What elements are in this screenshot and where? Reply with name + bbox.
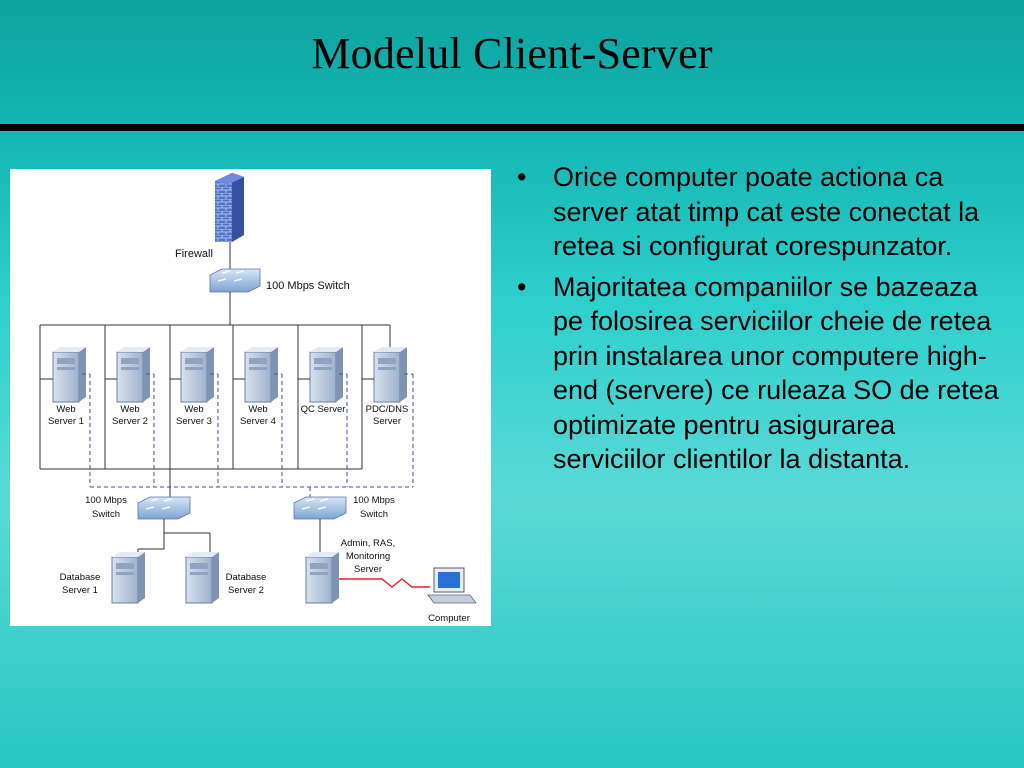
db-server-1-line2: Server 1: [62, 585, 98, 596]
left-switch-line1: 100 Mbps: [85, 495, 127, 506]
db-server-2-line1: Database: [226, 572, 267, 583]
server-5-line1: QC Server: [301, 404, 346, 415]
right-switch-line2: Switch: [360, 509, 388, 520]
firewall-label: Firewall: [175, 248, 213, 260]
server-6-line2: Server: [373, 416, 401, 427]
admin-server-line1: Admin, RAS,: [341, 538, 395, 549]
web-server-4-icon: [244, 347, 278, 403]
db-server-1-line1: Database: [60, 572, 101, 583]
bullet-item: • Orice computer poate actiona ca server…: [517, 160, 1007, 264]
database-server-1-icon: [111, 552, 145, 604]
server-row: [52, 347, 407, 403]
bullet-text: Orice computer poate actiona ca server a…: [553, 162, 980, 261]
main-switch-label: 100 Mbps Switch: [266, 280, 350, 292]
server-labels: Web Server 1 Web Server 2 Web Server 3 W…: [48, 404, 408, 427]
pdc-dns-server-icon: [373, 347, 407, 403]
main-switch-icon: [209, 268, 261, 293]
slide-title: Modelul Client-Server: [311, 29, 713, 78]
server-3-line2: Server 3: [176, 416, 212, 427]
bullet-list: • Orice computer poate actiona ca server…: [517, 160, 1007, 483]
bullet-marker: •: [517, 271, 527, 302]
right-switch-icon: [293, 496, 347, 520]
database-server-2-icon: [185, 552, 219, 604]
bullet-text: Majoritatea companiilor se bazeaza pe fo…: [553, 271, 999, 475]
bullet-item: • Majoritatea companiilor se bazeaza pe …: [517, 270, 1007, 477]
server-6-line1: PDC/DNS: [366, 404, 409, 415]
qc-server-icon: [309, 347, 343, 403]
right-switch-line1: 100 Mbps: [353, 495, 395, 506]
server-4-line2: Server 4: [240, 416, 276, 427]
computer-label: Computer: [428, 613, 470, 624]
left-switch-icon: [137, 496, 191, 520]
computer-icon: [427, 567, 477, 604]
server-2-line2: Server 2: [112, 416, 148, 427]
network-diagram-svg: Firewall 100 Mbps Switch: [39, 173, 477, 624]
admin-server-icon: [305, 552, 339, 604]
db-server-2-line2: Server 2: [228, 585, 264, 596]
left-switch-line2: Switch: [92, 509, 120, 520]
server-1-line1: Web: [56, 404, 75, 415]
network-diagram: Firewall 100 Mbps Switch: [10, 169, 491, 626]
remote-link: [339, 578, 430, 588]
server-3-line1: Web: [184, 404, 203, 415]
web-server-1-icon: [52, 347, 86, 403]
admin-server-line2: Monitoring: [346, 551, 390, 562]
server-2-line1: Web: [120, 404, 139, 415]
server-1-line2: Server 1: [48, 416, 84, 427]
web-server-3-icon: [180, 347, 214, 403]
title-divider: [0, 124, 1024, 131]
firewall-icon: [215, 173, 244, 242]
dashed-links: [82, 373, 414, 499]
bullet-marker: •: [517, 162, 527, 192]
admin-server-line3: Server: [354, 564, 382, 575]
server-4-line1: Web: [248, 404, 267, 415]
web-server-2-icon: [116, 347, 150, 403]
